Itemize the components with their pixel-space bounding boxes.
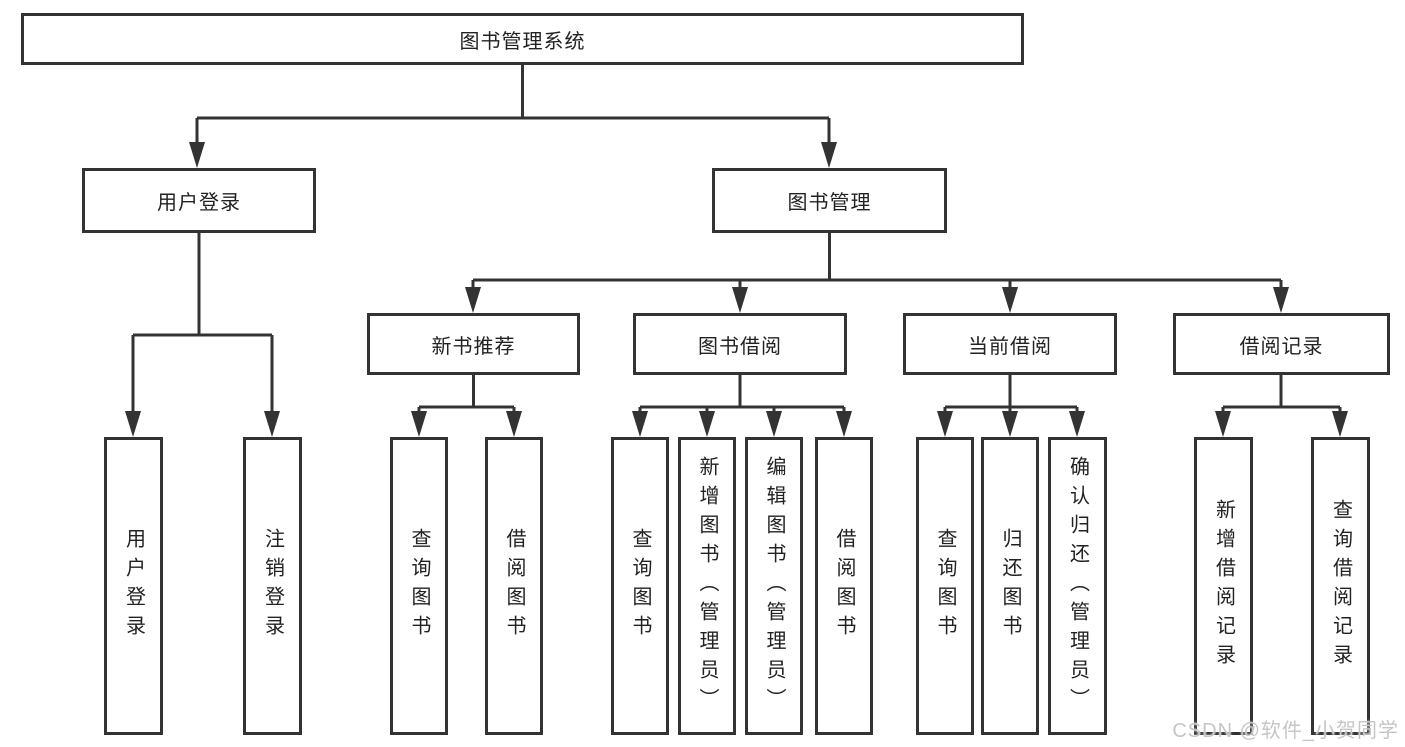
node-book-management: 图书管理 [712,168,947,233]
node-user-login-branch: 用户登录 [82,168,316,233]
leaf-confirm-return-admin: 确认归还（管理员） [1048,437,1107,735]
csdn-watermark: CSDN @软件_小贺同学 [1172,720,1399,742]
leaf-edit-books-admin: 编辑图书（管理员） [745,437,803,735]
leaf-return-books: 归还图书 [981,437,1039,735]
leaf-borrow-books-recommend: 借阅图书 [485,437,543,735]
leaf-query-borrow-record: 查询借阅记录 [1311,437,1370,735]
node-root-library-system: 图书管理系统 [21,13,1024,65]
leaf-borrow-books-borrowing: 借阅图书 [815,437,873,735]
leaf-query-books-current: 查询图书 [916,437,974,735]
node-book-borrowing: 图书借阅 [633,313,847,375]
leaf-add-books-admin: 新增图书（管理员） [678,437,736,735]
node-borrowing-records: 借阅记录 [1173,313,1390,375]
node-current-borrowing: 当前借阅 [903,313,1117,375]
node-new-book-recommend: 新书推荐 [367,313,580,375]
leaf-user-login: 用户登录 [104,437,163,735]
leaf-query-books-borrowing: 查询图书 [611,437,669,735]
leaf-add-borrow-record: 新增借阅记录 [1194,437,1253,735]
leaf-query-books-recommend: 查询图书 [390,437,448,735]
leaf-logout: 注销登录 [243,437,302,735]
